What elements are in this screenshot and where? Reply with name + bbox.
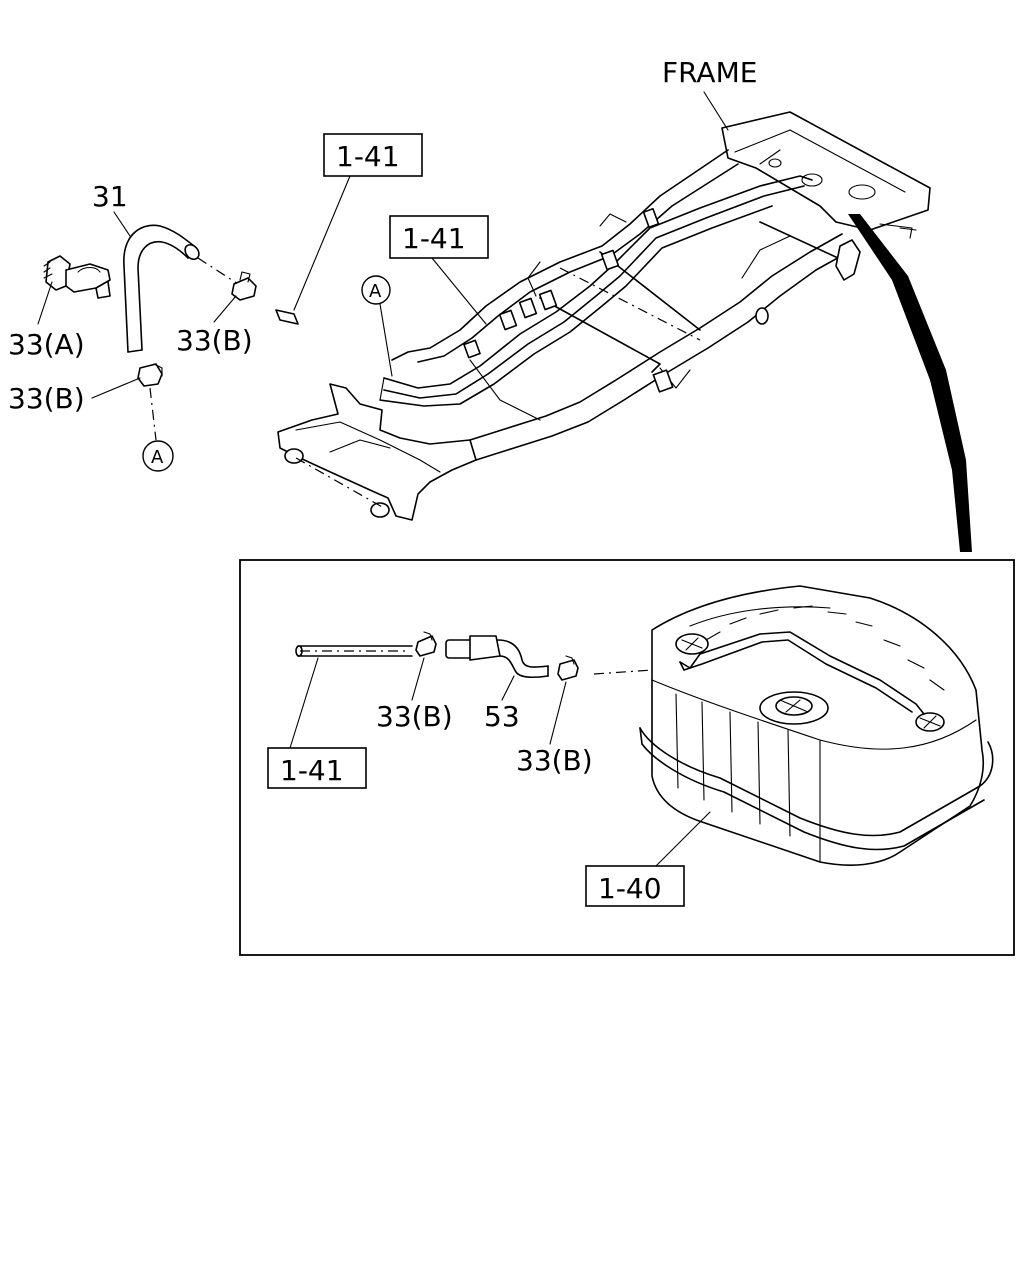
marker-a-left-label: A	[151, 447, 164, 468]
pipe-stub	[275, 309, 299, 325]
ref-box-1-41-mid: 1-41	[389, 215, 489, 259]
ref-label-1-41-mid: 1-41	[402, 222, 466, 255]
frame-label: FRAME	[662, 56, 757, 89]
inset-frame	[239, 559, 1015, 956]
ref-label-1-41-top: 1-41	[336, 140, 400, 173]
clip-33b-left	[137, 363, 163, 387]
marker-a-frame: A	[361, 275, 391, 305]
ref-box-1-41-inset: 1-41	[267, 747, 367, 789]
hose-53	[445, 635, 549, 678]
clip-33b-inset-left	[415, 631, 437, 657]
part-33b-inset-right-label: 33(B)	[516, 744, 593, 777]
clip-33b-hose	[231, 271, 257, 301]
clip-33b-inset-right	[557, 655, 579, 681]
part-33a-label: 33(A)	[8, 328, 85, 361]
marker-a-left: A	[142, 440, 174, 472]
inset-pipe	[295, 645, 413, 657]
ref-box-1-41-top: 1-41	[323, 133, 423, 177]
ref-label-1-41-inset: 1-41	[280, 754, 344, 787]
fuel-tank	[639, 585, 994, 866]
part-33b-hose-label: 33(B)	[176, 324, 253, 357]
marker-a-frame-label: A	[369, 281, 382, 302]
ref-box-1-40: 1-40	[585, 865, 685, 907]
part-31-label: 31	[92, 180, 128, 213]
part-53-label: 53	[484, 700, 520, 733]
hose-31	[123, 224, 200, 353]
clip-33a	[43, 255, 111, 299]
part-33b-left-label: 33(B)	[8, 382, 85, 415]
ref-label-1-40: 1-40	[598, 872, 662, 905]
part-33b-inset-left-label: 33(B)	[376, 700, 453, 733]
vehicle-frame	[277, 111, 972, 552]
